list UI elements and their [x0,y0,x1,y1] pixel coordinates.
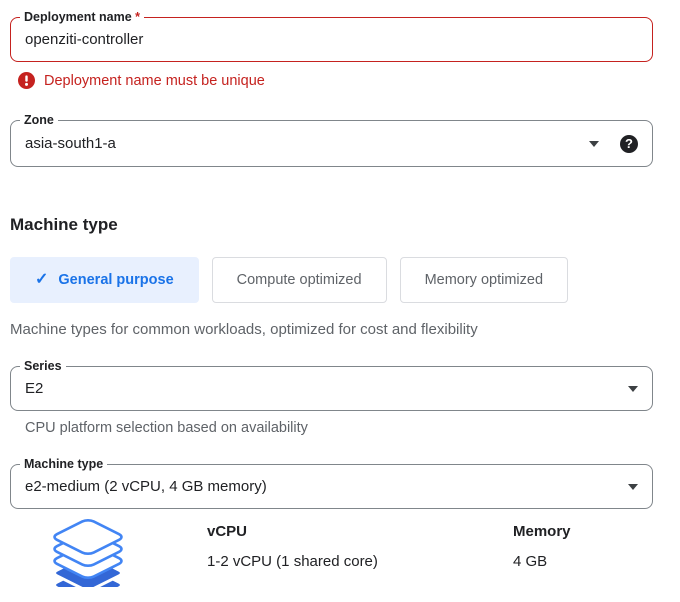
dropdown-caret-icon[interactable] [628,385,638,392]
deployment-config-panel: Deployment name * Deployment name must b… [0,9,680,602]
machine-type-label: Machine type [20,456,108,472]
error-message: Deployment name must be unique [44,72,265,89]
memory-value: 4 GB [513,553,548,570]
deployment-name-error: Deployment name must be unique [10,72,680,89]
series-helper-text: CPU platform selection based on availabi… [25,420,308,436]
layers-stack-icon [45,515,131,587]
tab-general-purpose-label: General purpose [58,272,174,288]
zone-value: asia-south1-a [25,135,116,152]
machine-spec-summary: vCPU 1-2 vCPU (1 shared core) Memory 4 G… [10,515,680,587]
tab-memory-optimized-label: Memory optimized [424,272,544,288]
check-icon: ✓ [35,271,49,288]
vcpu-header: vCPU [207,523,248,540]
tab-compute-optimized-label: Compute optimized [236,272,362,288]
required-asterisk: * [135,10,141,24]
memory-header: Memory [513,523,571,540]
help-icon[interactable]: ? [620,134,638,153]
deployment-name-label-text: Deployment name [24,10,132,24]
machine-type-description: Machine types for common workloads, opti… [10,321,478,338]
deployment-name-field[interactable]: Deployment name * [10,9,653,62]
tab-general-purpose[interactable]: ✓ General purpose [10,257,199,303]
tab-memory-optimized[interactable]: Memory optimized [399,257,569,303]
spec-column-memory: Memory 4 GB [513,515,571,570]
dropdown-caret-icon[interactable] [628,483,638,490]
error-icon [18,72,35,89]
vcpu-value: 1-2 vCPU (1 shared core) [207,553,378,570]
tab-compute-optimized[interactable]: Compute optimized [211,257,387,303]
deployment-name-input[interactable] [25,31,638,48]
spec-column-vcpu: vCPU 1-2 vCPU (1 shared core) [207,515,513,570]
series-label: Series [20,358,66,374]
series-value: E2 [25,380,44,397]
series-field[interactable]: Series E2 [10,358,653,411]
machine-type-value: e2-medium (2 vCPU, 4 GB memory) [25,478,267,495]
machine-type-field[interactable]: Machine type e2-medium (2 vCPU, 4 GB mem… [10,456,653,509]
deployment-name-label: Deployment name * [20,9,145,25]
machine-family-tabs: ✓ General purpose Compute optimized Memo… [10,257,680,303]
zone-label: Zone [20,112,58,128]
machine-type-heading: Machine type [10,215,118,234]
zone-field[interactable]: Zone asia-south1-a ? [10,112,653,167]
dropdown-caret-icon[interactable] [589,140,599,147]
